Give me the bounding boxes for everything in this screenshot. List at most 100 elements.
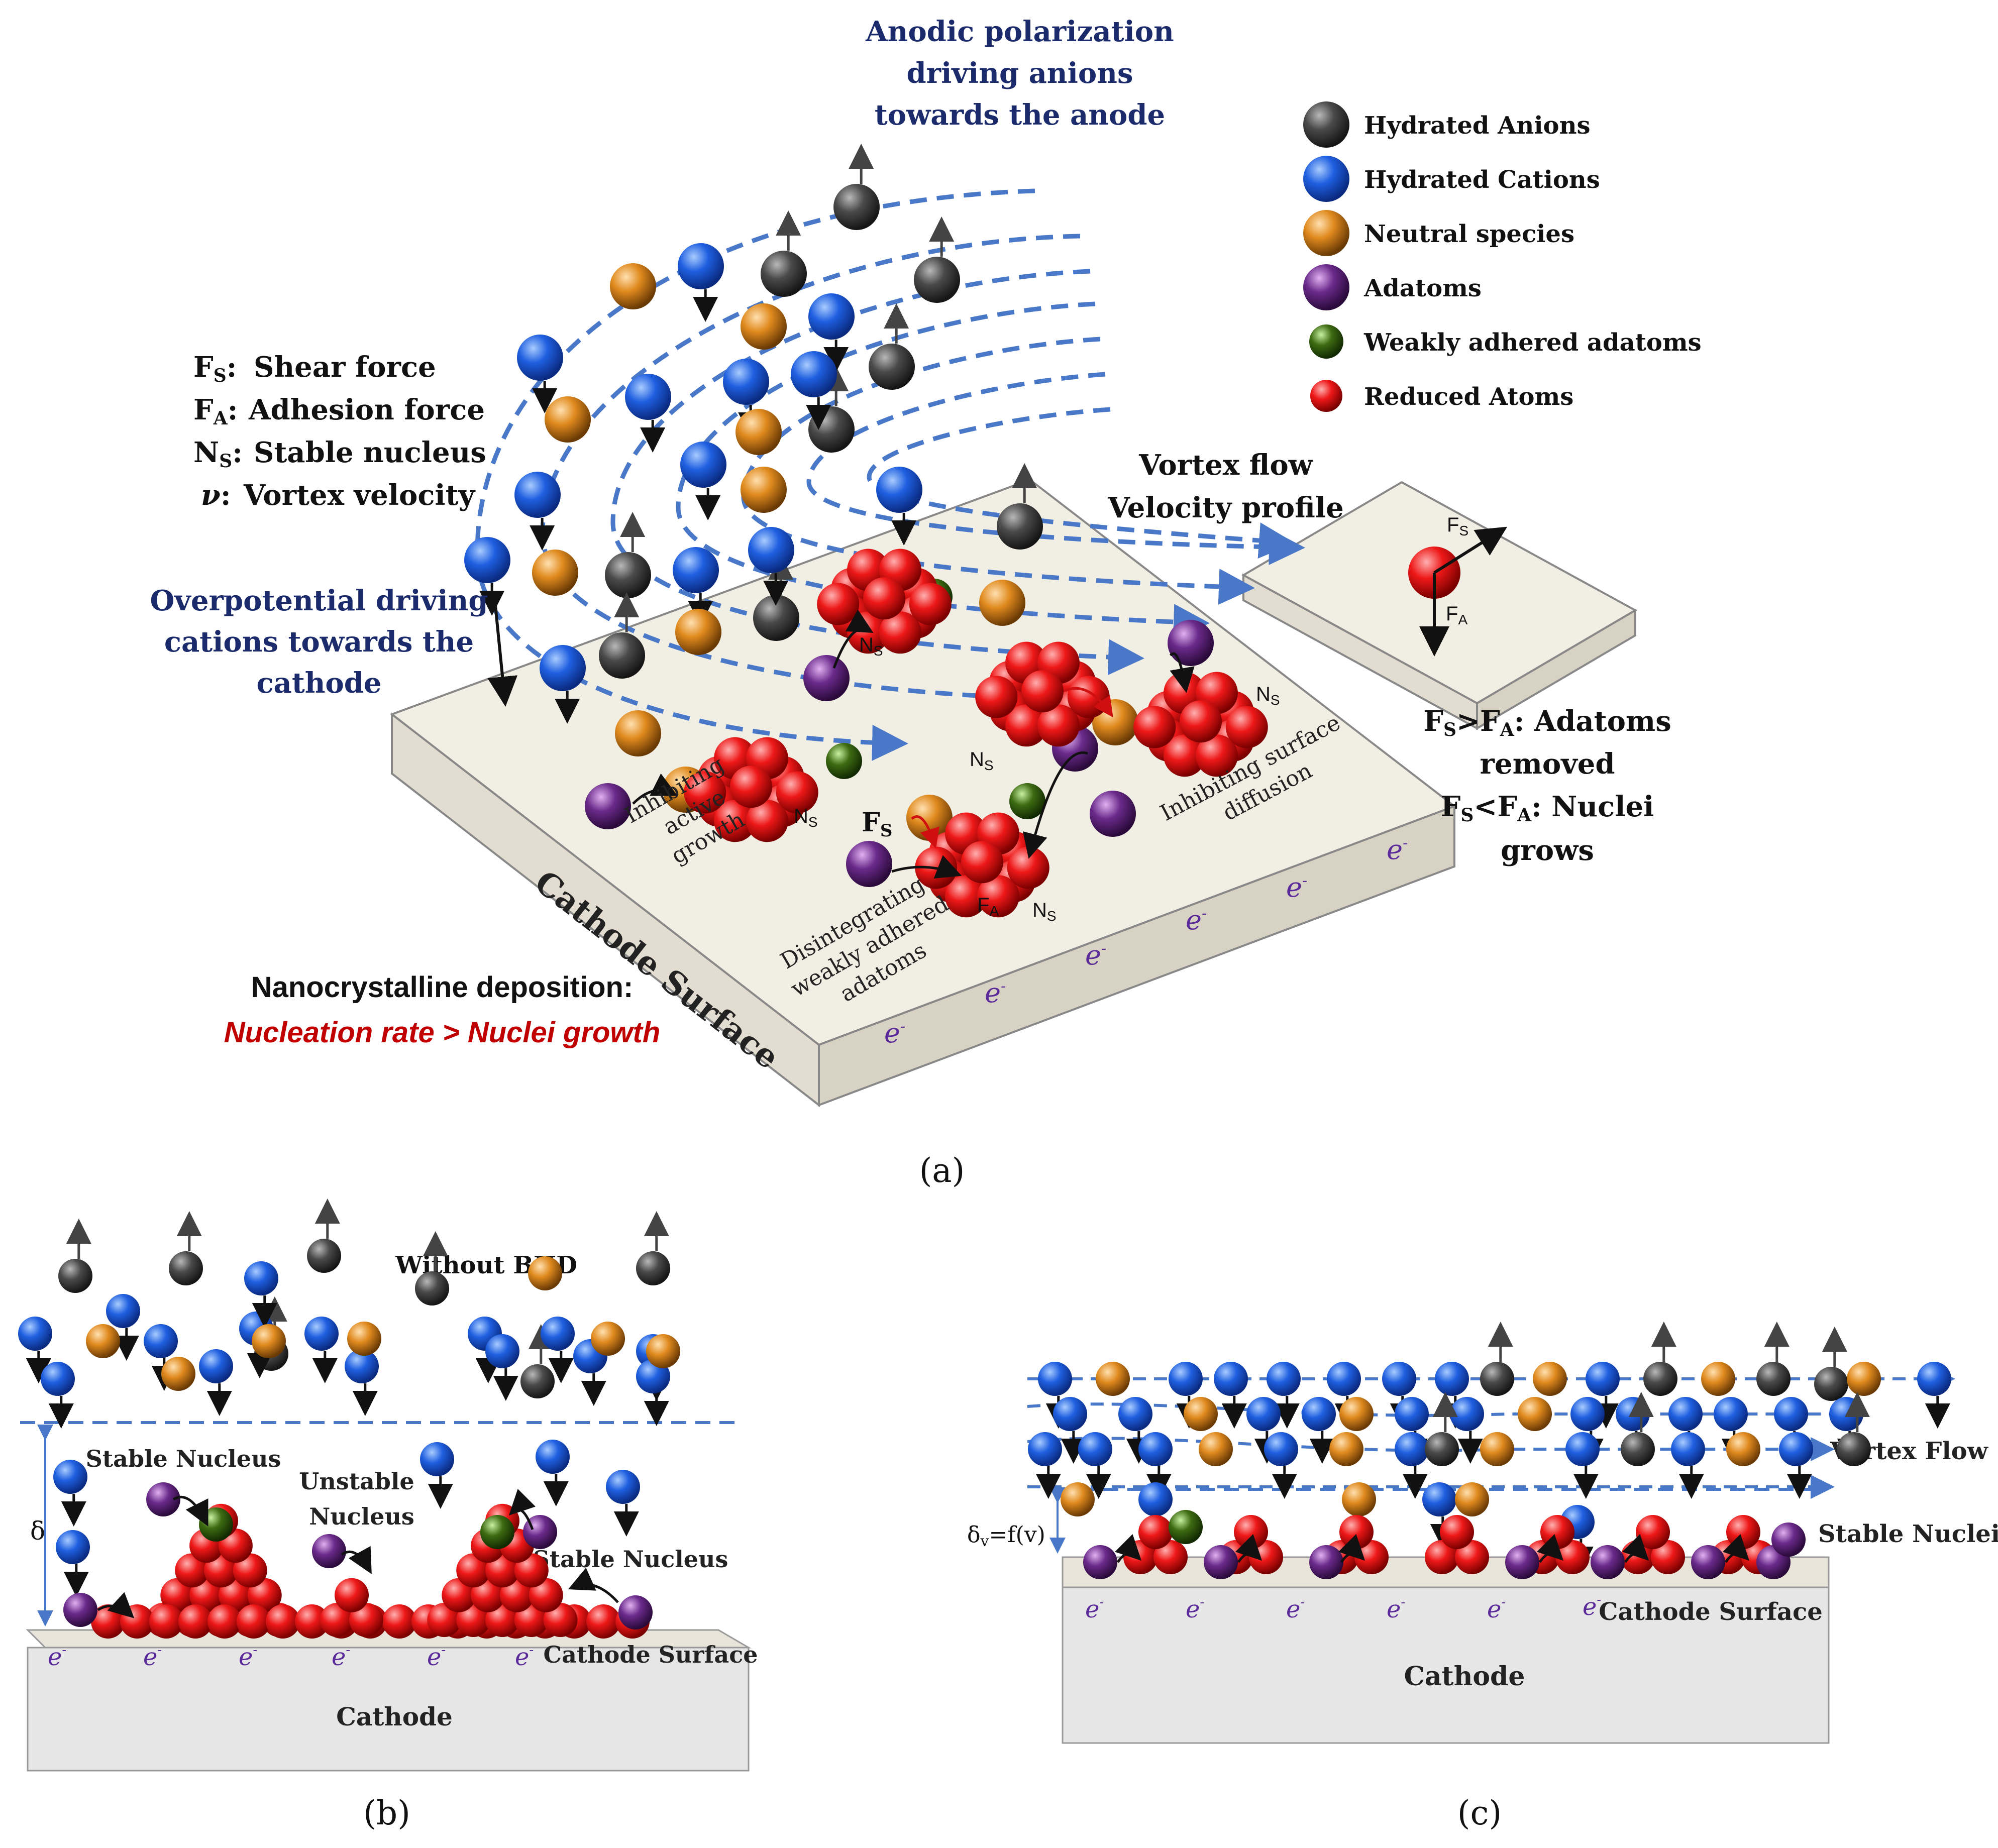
reduced-atom-sphere — [189, 1578, 224, 1612]
reduced-atom-sphere — [1180, 700, 1222, 743]
cation-sphere — [1668, 1397, 1703, 1431]
cation-sphere — [673, 547, 719, 593]
vortex-label-line-1: Vortex flow — [1138, 449, 1314, 482]
force-conditions: FS>FA: Adatoms removed FS<FA: Nuclei gro… — [1423, 705, 1671, 867]
reduced-atom-sphere — [1651, 1540, 1685, 1574]
caption-c: (c) — [1457, 1794, 1502, 1832]
cation-sphere — [1327, 1362, 1361, 1396]
force-fs-label: FS — [1447, 514, 1468, 538]
reduced-atom-sphere — [1726, 1515, 1760, 1549]
migration-arrow — [891, 855, 962, 879]
reduced-atom-sphere — [1540, 1515, 1574, 1549]
migration-arrow — [911, 815, 939, 849]
reduced-atom-sphere — [684, 771, 726, 814]
cation-sphere — [1774, 1397, 1808, 1431]
flow-line-7 — [867, 407, 1295, 559]
cathode-b-body — [27, 1647, 750, 1772]
anodic-title-line-3: towards the anode — [875, 98, 1165, 132]
panel-c-electrons: e-e-e-e-e-e- — [1085, 1592, 1601, 1623]
neutral-sphere — [1701, 1362, 1735, 1396]
cation-sphere — [1671, 1432, 1705, 1466]
neutral-sphere — [610, 263, 656, 309]
migration-arrow — [632, 773, 678, 805]
neutral-sphere — [1533, 1362, 1567, 1396]
adatom-sphere — [618, 1595, 653, 1629]
cation-sphere — [1078, 1432, 1112, 1466]
fs-bold-label: FS — [862, 807, 892, 841]
neutral-sphere — [906, 795, 953, 841]
electron-symbol: e- — [1583, 1592, 1601, 1621]
unstable-nucleus-line-1: Unstable — [299, 1468, 414, 1495]
neutral-sphere — [1480, 1432, 1514, 1466]
neutral-sphere — [741, 303, 787, 350]
cation-sphere — [514, 472, 561, 518]
neutral-sphere — [86, 1324, 120, 1358]
adatom-sphere — [1204, 1545, 1238, 1579]
reduced-atom-sphere — [204, 1553, 238, 1588]
legend-item: Hydrated Anions — [1303, 101, 1591, 148]
cation-sphere — [678, 243, 724, 289]
cation-sphere — [876, 467, 922, 513]
reduced-atom-sphere — [499, 1578, 534, 1612]
definition-fa: FA: Adhesion force — [193, 393, 485, 429]
adatom-sphere — [1303, 264, 1349, 310]
neutral-sphere — [1342, 1482, 1376, 1516]
cation-sphere — [723, 359, 769, 405]
neutral-sphere — [1518, 1397, 1552, 1431]
neutral-sphere — [545, 396, 591, 443]
migration-arrow — [1723, 1534, 1750, 1563]
vortex-flow-lines-c — [1027, 1367, 1955, 1499]
cation-sphere — [199, 1349, 233, 1383]
anion-sphere — [599, 632, 645, 679]
electron-symbol: e- — [1387, 834, 1408, 865]
symbol-definitions: FS: Shear force FA: Adhesion force NS: S… — [193, 351, 486, 512]
neutral-sphere — [1096, 1362, 1130, 1396]
neutral-sphere — [1061, 1482, 1095, 1516]
cathode-surface-label-b: Cathode Surface — [543, 1641, 758, 1668]
reduced-atom-sphere — [543, 1603, 578, 1637]
reduced-atom-sphere — [879, 611, 921, 654]
reduced-atom-sphere — [1067, 676, 1110, 718]
migration-arrow — [832, 609, 874, 669]
small-slab-side — [1476, 608, 1636, 730]
stable-nuclei-label-c: Stable Nuclei — [1818, 1520, 1998, 1548]
reduced-atom-sphere — [1133, 706, 1176, 748]
cation-sphere — [1169, 1362, 1203, 1396]
panel-b-species — [18, 1199, 680, 1639]
nanocrystalline-note: Nanocrystalline deposition: Nucleation r… — [224, 971, 661, 1049]
panel-a-species — [464, 144, 1268, 918]
anodic-title-line-2: driving anions — [907, 57, 1133, 90]
reduced-atom-sphere — [178, 1604, 213, 1639]
anion-sphere — [808, 406, 855, 453]
cation-sphere — [1450, 1397, 1484, 1431]
cation-sphere — [41, 1362, 75, 1396]
migration-arrow — [1115, 1534, 1142, 1563]
neutral-sphere — [1184, 1397, 1218, 1431]
cation-sphere — [1382, 1362, 1416, 1396]
stable-nucleus-label-1: Stable Nucleus — [86, 1445, 281, 1472]
legend-item: Hydrated Cations — [1303, 156, 1600, 202]
panel-c-species — [1028, 1322, 1951, 1579]
flow-line-6 — [806, 372, 1305, 565]
migration-arrow — [568, 1567, 619, 1603]
adatom-sphere — [1691, 1545, 1725, 1579]
weak-adatom-sphere — [826, 743, 862, 779]
reduced-atom-sphere — [456, 1553, 491, 1588]
anion-sphere — [833, 184, 880, 230]
neutral-sphere — [1199, 1432, 1233, 1466]
electron-symbol: e- — [1085, 939, 1106, 971]
cathode-side-face — [818, 805, 1455, 1107]
cation-sphere — [1246, 1397, 1281, 1431]
definition-v: ν: Vortex velocity — [201, 479, 476, 512]
neutral-sphere — [252, 1324, 286, 1358]
adatom-sphere — [846, 841, 892, 887]
anion-sphere — [869, 344, 915, 390]
legend-item: Reduced Atoms — [1310, 380, 1573, 412]
cathode-label-b: Cathode — [336, 1702, 453, 1731]
anion-sphere — [914, 257, 960, 303]
legend-label: Weakly adhered adatoms — [1363, 329, 1702, 357]
anion-sphere — [307, 1239, 341, 1273]
cation-sphere — [1422, 1482, 1456, 1516]
reduced-atom-sphere — [335, 1578, 369, 1612]
